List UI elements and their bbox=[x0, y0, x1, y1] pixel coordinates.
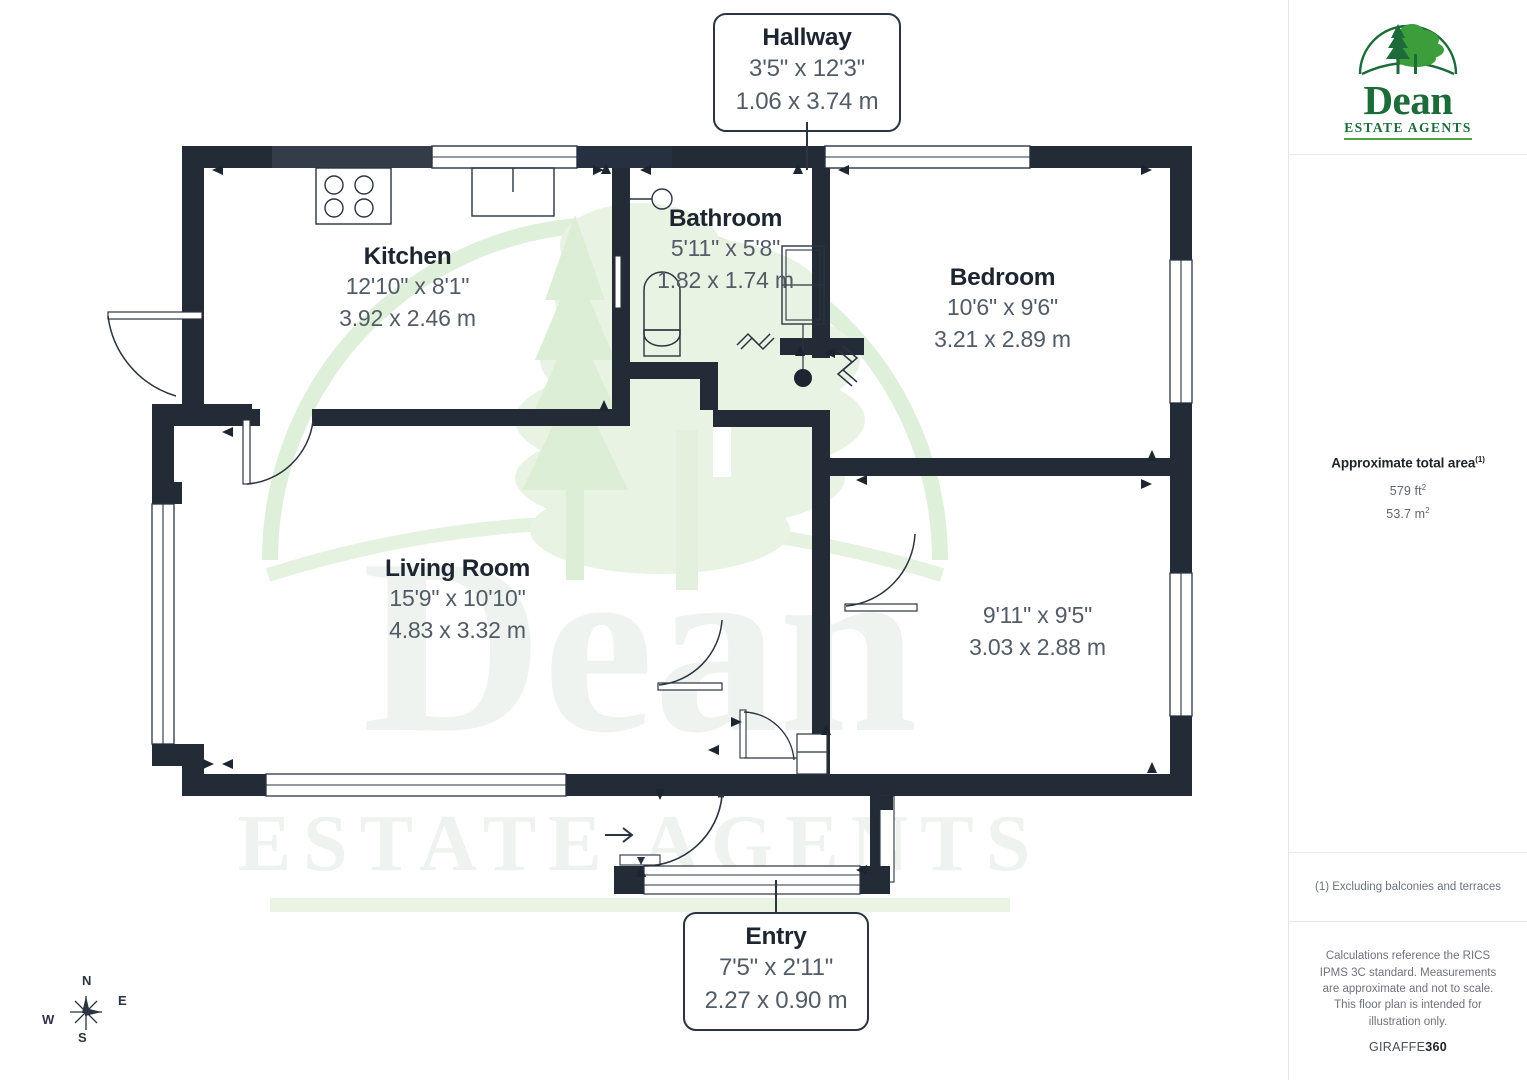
kitchen-sink-icon bbox=[471, 167, 555, 217]
washbasin-icon bbox=[630, 188, 673, 210]
kitchen-living-door bbox=[242, 419, 314, 485]
room-name-hallway: Hallway bbox=[762, 24, 852, 51]
compass-east: E bbox=[118, 993, 127, 1008]
room-name-entry: Entry bbox=[745, 923, 807, 950]
toilet-icon bbox=[643, 271, 681, 357]
info-sidebar: Dean ESTATE AGENTS Approximate total are… bbox=[1288, 0, 1527, 1080]
entry-direction-arrow bbox=[605, 827, 634, 843]
logo-subtitle: ESTATE AGENTS bbox=[1344, 120, 1472, 141]
watermark-word: Dean bbox=[362, 508, 918, 785]
room-callout-hallway: Hallway 3'5" x 12'3" 1.06 x 3.74 m bbox=[713, 13, 901, 133]
room-dim-imperial-hallway: 3'5" x 12'3" bbox=[749, 55, 865, 82]
dimension-markers bbox=[203, 163, 1157, 877]
compass-rose: N E S W bbox=[30, 968, 140, 1058]
brand-logo: Dean ESTATE AGENTS bbox=[1289, 0, 1527, 155]
room-dim-metric-entry: 2.27 x 0.90 m bbox=[704, 987, 848, 1015]
total-area-block: Approximate total area(1) 579 ft2 53.7 m… bbox=[1289, 455, 1527, 521]
total-area-metric-value: 53.7 m bbox=[1386, 506, 1426, 521]
total-area-imperial-unit: 2 bbox=[1421, 482, 1427, 492]
floor-plan-canvas: Dean ESTATE AGENTS bbox=[30, 13, 1193, 1058]
room-dim-metric-hallway: 1.06 x 3.74 m bbox=[735, 88, 879, 116]
tree-logo-icon bbox=[1358, 23, 1458, 75]
total-area-metric: 53.7 m2 bbox=[1289, 506, 1527, 521]
fixtures bbox=[107, 167, 918, 775]
disclaimer-text: Calculations reference the RICS IPMS 3C … bbox=[1319, 950, 1497, 1028]
total-area-footnote-marker: (1) bbox=[1475, 455, 1485, 464]
footer-notes: (1) Excluding balconies and terraces Cal… bbox=[1289, 852, 1527, 1080]
compass-west: W bbox=[42, 1012, 55, 1027]
bedroom2-door bbox=[844, 533, 918, 612]
radiator-icon bbox=[736, 332, 775, 351]
compass-north: N bbox=[82, 973, 92, 988]
total-area-title-text: Approximate total area bbox=[1331, 455, 1476, 471]
giraffe360-brand: GIRAFFE360 bbox=[1289, 1040, 1527, 1080]
room-callout-entry: Entry 7'5" x 2'11" 2.27 x 0.90 m bbox=[683, 912, 869, 1032]
total-area-title: Approximate total area(1) bbox=[1289, 455, 1527, 471]
radiator-icon-2 bbox=[836, 345, 859, 387]
callout-leader-hallway bbox=[806, 122, 808, 170]
total-area-metric-unit: 2 bbox=[1425, 505, 1430, 515]
step-detail bbox=[796, 733, 828, 775]
total-area-imperial-value: 579 ft bbox=[1389, 483, 1422, 498]
light-fitting-icon bbox=[794, 369, 812, 387]
callout-leader-entry bbox=[775, 880, 777, 912]
kitchen-exterior-door bbox=[107, 311, 203, 397]
logo-wordmark: Dean bbox=[1363, 76, 1453, 123]
total-area-imperial: 579 ft2 bbox=[1289, 483, 1527, 498]
stove-icon bbox=[315, 167, 392, 225]
brand-prefix: GIRAFFE bbox=[1368, 1040, 1426, 1054]
living-room-door bbox=[657, 619, 723, 691]
compass-south: S bbox=[78, 1030, 87, 1045]
floor-plan-drawing: Dean ESTATE AGENTS bbox=[107, 145, 1193, 912]
footnote-text: (1) Excluding balconies and terraces bbox=[1289, 852, 1527, 923]
room-dim-imperial-entry: 7'5" x 2'11" bbox=[718, 954, 834, 981]
brand-suffix: 360 bbox=[1425, 1040, 1448, 1054]
bathroom-door bbox=[614, 255, 622, 309]
